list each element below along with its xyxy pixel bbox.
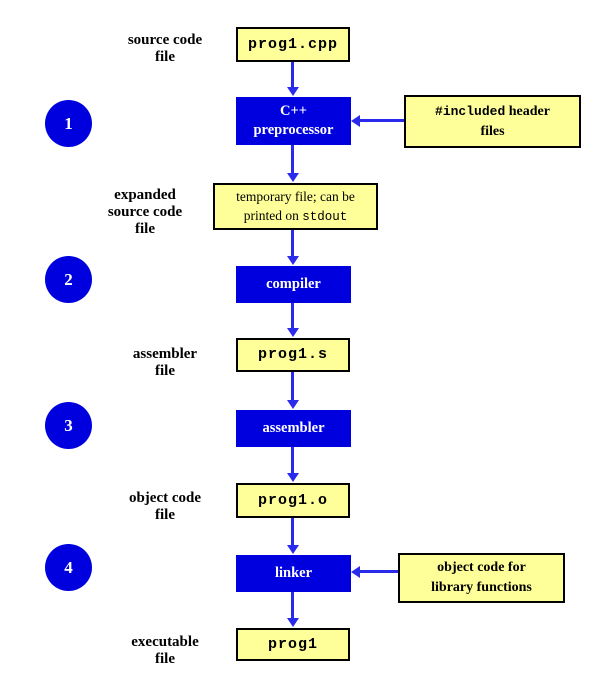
label-line: file (155, 507, 175, 523)
step-number: 3 (64, 415, 73, 435)
arrow-tempfile-to-compiler (286, 230, 299, 265)
included-code-text: #included (435, 103, 506, 119)
label-line: source code (107, 204, 183, 220)
temp-line: temporary file; can be (236, 188, 355, 204)
arrow-library-to-linker (351, 565, 398, 578)
library-line: library functions (431, 580, 532, 595)
file-name: prog1.o (257, 491, 328, 509)
label-line: source code (127, 32, 203, 48)
label-line: object code (128, 490, 202, 506)
step-number: 2 (64, 269, 73, 289)
temp-line-text: printed on (243, 207, 299, 223)
label-expanded-source-code-file: expanded source code file (85, 187, 205, 238)
label-line: file (135, 221, 155, 237)
label-line: file (155, 363, 175, 379)
process-label: linker (274, 565, 313, 581)
header-files-line: #included header (435, 102, 550, 122)
label-source-code-file: source code file (105, 32, 225, 66)
label-line: file (155, 49, 175, 65)
input-box-header-files: #included header files (404, 95, 581, 148)
step-number: 1 (64, 113, 73, 133)
arrow-headers-to-preprocessor (351, 114, 404, 127)
process-line: C++ (280, 103, 307, 119)
process-line: preprocessor (253, 122, 334, 138)
step-circle-1: 1 (45, 100, 92, 147)
file-box-prog1-o: prog1.o (236, 483, 350, 518)
file-name: prog1 (267, 635, 318, 653)
label-assembler-file: assembler file (105, 346, 225, 380)
library-line: object code for (437, 560, 526, 575)
file-box-prog1-cpp: prog1.cpp (236, 27, 350, 62)
stdout-code-text: stdout (302, 209, 348, 224)
arrow-assembler-to-prog1o (286, 447, 299, 482)
input-box-library-object-code: object code for library functions (398, 553, 565, 603)
process-box-compiler: compiler (236, 266, 351, 303)
label-line: executable (131, 634, 199, 650)
temp-line: printed on stdout (244, 206, 348, 227)
arrow-prog1cpp-to-preprocessor (286, 62, 299, 96)
arrow-linker-to-prog1 (286, 592, 299, 627)
label-line: file (155, 651, 175, 667)
step-number: 4 (64, 557, 73, 577)
process-box-assembler: assembler (236, 410, 351, 447)
step-circle-2: 2 (45, 256, 92, 303)
process-box-linker: linker (236, 555, 351, 592)
arrow-compiler-to-prog1s (286, 303, 299, 337)
process-label: assembler (262, 420, 325, 436)
step-circle-3: 3 (45, 402, 92, 449)
header-files-text: header (508, 103, 550, 119)
file-box-temporary: temporary file; can be printed on stdout (213, 183, 378, 230)
file-box-prog1-s: prog1.s (236, 338, 350, 372)
file-box-prog1: prog1 (236, 628, 350, 661)
header-files-line: files (480, 123, 505, 139)
arrow-prog1s-to-assembler (286, 372, 299, 409)
file-name: prog1.s (257, 346, 328, 363)
label-line: expanded (114, 187, 176, 203)
label-object-code-file: object code file (105, 490, 225, 524)
label-line: assembler (132, 346, 198, 362)
arrow-preprocessor-to-tempfile (286, 145, 299, 182)
process-label: compiler (266, 276, 321, 292)
arrow-prog1o-to-linker (286, 518, 299, 554)
step-circle-4: 4 (45, 544, 92, 591)
label-executable-file: executable file (105, 634, 225, 668)
process-box-preprocessor: C++ preprocessor (236, 97, 351, 145)
file-name: prog1.cpp (247, 35, 338, 53)
